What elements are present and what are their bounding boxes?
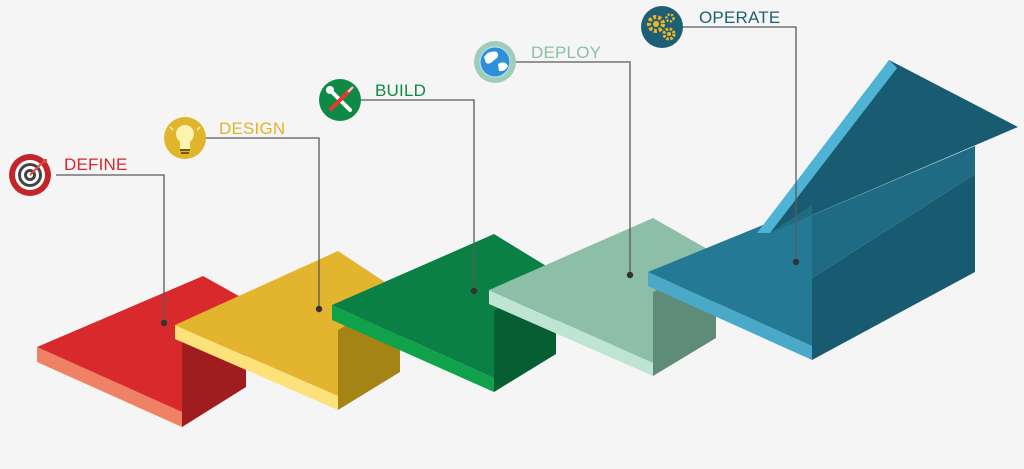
step-label-operate: OPERATE (699, 8, 781, 27)
arrow-shaft-front-face (770, 146, 975, 278)
step-build-top (332, 234, 556, 378)
step-operate-arrow (648, 60, 1018, 360)
step-design-front (175, 325, 338, 410)
connector-operate (683, 26, 800, 266)
step-build-front (332, 305, 494, 392)
step-label-build: BUILD (375, 81, 427, 100)
step-define-front (37, 347, 182, 427)
step-deploy-front (489, 290, 653, 376)
step-label-deploy: DEPLOY (531, 43, 602, 62)
step-deploy-top (489, 218, 716, 363)
target-icon (9, 154, 51, 196)
arrow-front-face (648, 272, 812, 360)
connector-build (360, 99, 478, 295)
arrow-shaft-right-face (812, 174, 975, 360)
step-define-top (37, 276, 246, 412)
connector-deploy (515, 61, 634, 279)
connector-design (205, 137, 323, 313)
arrow-head-right-face (770, 60, 1018, 233)
step-label-define: DEFINE (64, 155, 128, 174)
arrow-head-left-face (757, 60, 897, 233)
arrow-step-top (648, 205, 812, 346)
step-label-design: DESIGN (219, 119, 286, 138)
gears-icon (641, 6, 683, 48)
step-design-top (175, 251, 400, 396)
lightbulb-icon (164, 111, 206, 159)
tools-icon (319, 79, 361, 121)
globe-icon (474, 41, 516, 83)
connector-define (56, 174, 168, 327)
